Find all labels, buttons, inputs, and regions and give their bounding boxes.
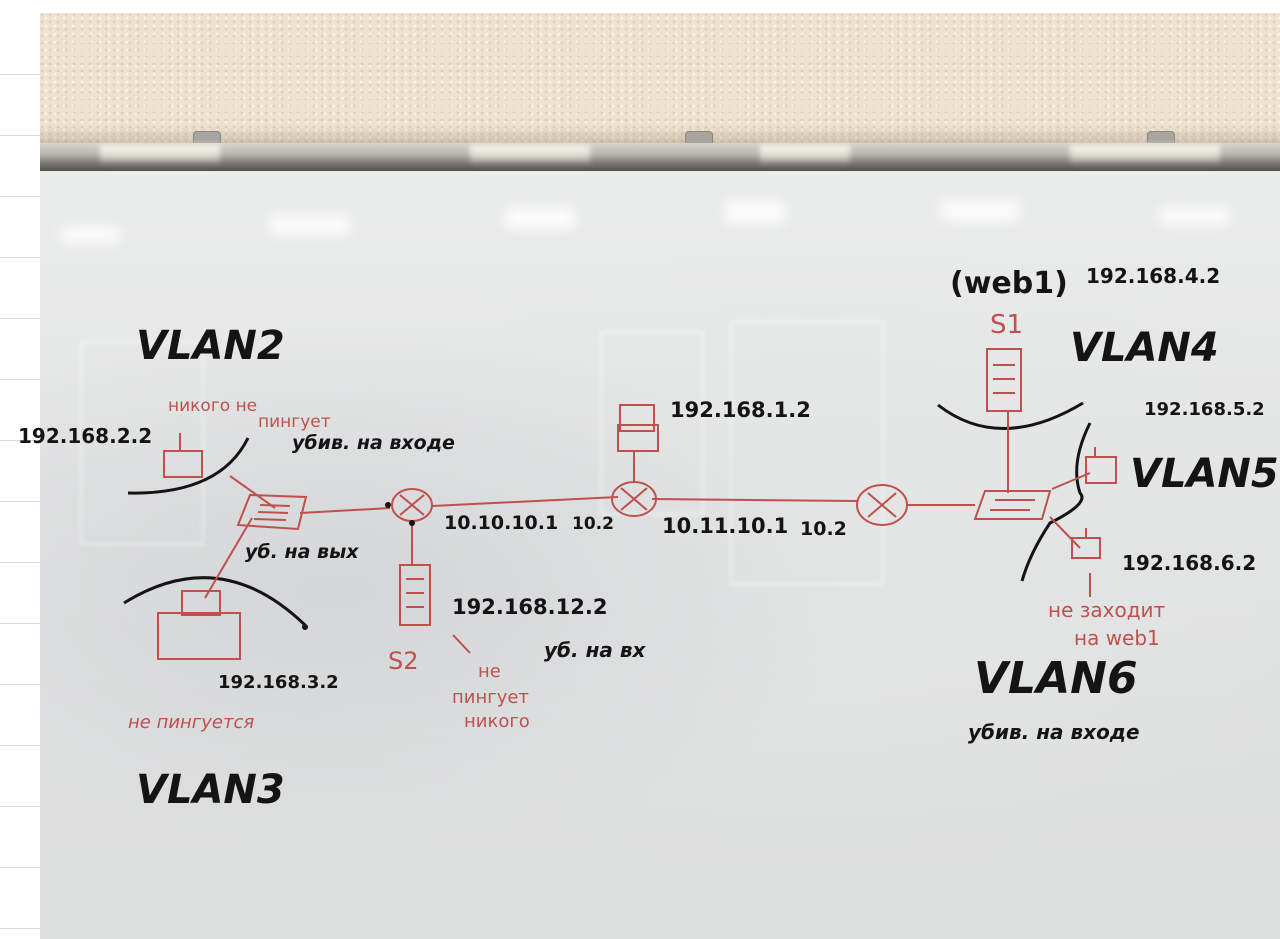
note-vlan6-line2: на web1 — [1074, 626, 1160, 650]
web1-label: (web1) — [950, 266, 1068, 301]
ip-center-pc: 192.168.1.2 — [670, 398, 811, 422]
server-s1-icon — [986, 348, 1022, 412]
ceiling-light-reflection — [725, 201, 785, 223]
rail-glare — [100, 145, 220, 163]
arrow-s2 — [452, 634, 471, 654]
note-s2-inbound: уб. на вх — [544, 638, 646, 662]
ip-vlan5: 192.168.5.2 — [1144, 399, 1265, 420]
ceiling-light-reflection — [505, 207, 575, 229]
link1-left-ip: 10.10.10.1 — [444, 512, 558, 534]
note-s2-line1: не — [478, 661, 501, 682]
link-switch-router1 — [299, 507, 391, 514]
vlan6-label: VLAN6 — [974, 653, 1138, 704]
whiteboard-photo: VLAN2 VLAN3 VLAN4 VLAN5 VLAN6 192.168.2.… — [18, 13, 1280, 939]
wall-texture — [40, 13, 1280, 143]
ip-vlan2: 192.168.2.2 — [18, 424, 152, 448]
note-vlan6-line1: не заходит — [1048, 598, 1166, 622]
rail-glare — [1070, 145, 1220, 163]
vlan2-label: VLAN2 — [136, 323, 285, 369]
link-switch2-vlan5 — [1051, 472, 1091, 490]
vlan3-label: VLAN3 — [136, 767, 285, 813]
note-vlan2-line1: никого не — [168, 396, 257, 416]
network-sketch: VLAN2 VLAN3 VLAN4 VLAN5 VLAN6 192.168.2.… — [18, 264, 1279, 813]
link-vlan2-switch — [229, 475, 276, 509]
note-s2-line2: пингует — [452, 687, 529, 708]
marker-dot — [409, 520, 415, 526]
link1-right-ip: 10.2 — [572, 514, 614, 534]
ip-vlan3: 192.168.3.2 — [218, 672, 339, 693]
window-reflection — [600, 331, 704, 515]
pc-vlan5-icon — [1085, 447, 1117, 484]
link2-left-ip: 10.11.10.1 — [662, 514, 788, 538]
pc-vlan3-icon — [157, 590, 241, 660]
vlan3-boundary — [123, 576, 307, 627]
marker-dot — [302, 624, 308, 630]
switch-2-icon — [973, 490, 1052, 520]
switch-1-icon — [236, 493, 308, 531]
pc-vlan2-icon — [163, 433, 203, 478]
vlan5-bracket — [1020, 422, 1092, 582]
wall-shadow — [40, 125, 1280, 145]
marker-dot — [385, 502, 391, 508]
ip-s2: 192.168.12.2 — [452, 595, 607, 619]
rail-glare — [760, 145, 850, 163]
ip-web1: 192.168.4.2 — [1086, 264, 1220, 288]
ceiling-light-reflection — [1160, 207, 1230, 225]
label-s1: S1 — [990, 310, 1023, 340]
window-reflection — [730, 321, 884, 585]
rail-glare — [470, 145, 590, 163]
link-switch2-vlan6 — [1049, 516, 1081, 549]
note-vlan2-inbound: убив. на входе — [292, 432, 455, 454]
link-router1-router2 — [431, 496, 619, 507]
vlan2-boundary — [127, 437, 250, 495]
ip-vlan6: 192.168.6.2 — [1122, 551, 1256, 575]
window-reflection — [80, 341, 204, 545]
note-vlan2-line2: пингует — [258, 412, 331, 432]
note-s2-line3: никого — [464, 711, 530, 732]
vlan4-label: VLAN4 — [1070, 325, 1219, 371]
note-vlan6-inbound: убив. на входе — [968, 720, 1140, 744]
server-s2-icon — [399, 564, 431, 626]
ruled-paper-margin — [0, 0, 40, 939]
ceiling-light-reflection — [940, 201, 1020, 221]
router-2-icon — [611, 481, 657, 517]
note-outbound: уб. на вых — [245, 541, 359, 563]
ceiling-light-reflection — [60, 227, 120, 243]
whiteboard-surface — [40, 171, 1280, 939]
router-3-icon — [856, 484, 908, 526]
pc-vlan6-icon — [1071, 528, 1101, 559]
ceiling-light-reflection — [270, 215, 350, 235]
vlan4-boundary — [937, 401, 1084, 430]
pc-center-icon — [617, 404, 659, 452]
router-1-icon — [391, 488, 433, 522]
link2-right-ip: 10.2 — [800, 518, 847, 540]
link-switch-vlan3 — [204, 517, 253, 599]
link-router2-router3 — [651, 498, 859, 502]
label-s2: S2 — [388, 647, 419, 675]
note-vlan3: не пингуется — [128, 712, 254, 733]
vlan5-label: VLAN5 — [1130, 451, 1279, 497]
